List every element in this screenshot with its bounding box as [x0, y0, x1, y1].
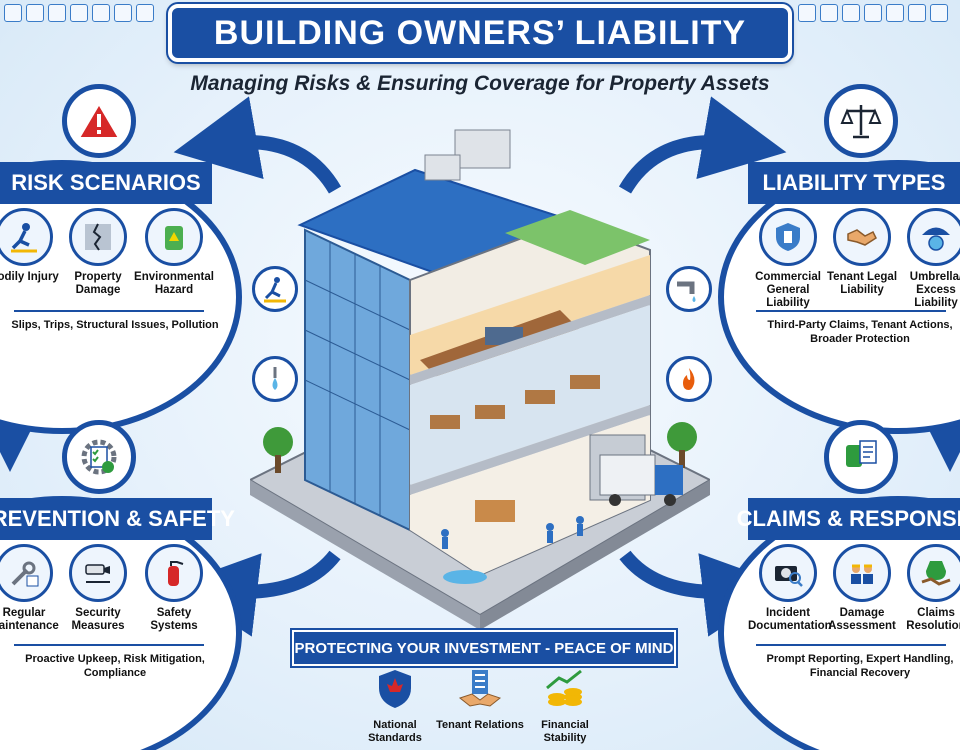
risk-item-label: Property Damage	[74, 271, 122, 296]
assessors-icon	[851, 564, 873, 584]
risk-item-bodily-injury: Bodily Injury	[0, 208, 64, 284]
prevention-safety-banner: PREVENTION & SAFETY	[0, 498, 235, 540]
pipe-leak-callout	[666, 266, 712, 312]
warning-triangle-icon	[77, 102, 121, 139]
risk-item-property-damage: Property Damage	[58, 208, 138, 297]
umbrella-globe-icon	[922, 227, 950, 251]
claims-item-label: Claims Resolution	[906, 607, 960, 632]
liability-caption: Third-Party Claims, Tenant Actions, Broa…	[767, 319, 953, 345]
fire-extinguisher-icon	[168, 561, 184, 586]
risk-divider	[14, 310, 204, 312]
wrench-calendar-icon	[11, 561, 39, 587]
footer-item-national-standards: National Standards	[350, 668, 440, 745]
security-camera-icon	[85, 564, 110, 583]
claims-response-banner: CLAIMS & RESPONSE	[737, 498, 960, 540]
pipe-leak-icon	[677, 281, 696, 302]
claims-response-title: CLAIMS & RESPONSE	[736, 506, 960, 531]
building-illustration	[250, 129, 710, 630]
prevention-divider	[14, 644, 204, 646]
footer-banner-text: PROTECTING YOUR INVESTMENT - PEACE OF MI…	[294, 639, 674, 657]
liability-item-label: Tenant Legal Liability	[826, 271, 898, 296]
prevention-caption: Proactive Upkeep, Risk Mitigation, Compl…	[25, 653, 205, 679]
checklist-gear-icon	[81, 439, 117, 475]
coins-growth-icon	[546, 669, 582, 706]
prevention-safety-title: PREVENTION & SAFETY	[0, 506, 235, 531]
fire-icon	[683, 368, 695, 390]
footer-item-label: National Standards	[368, 719, 422, 744]
claims-item-label: Incident Documentation	[748, 607, 832, 632]
hazard-barrel-icon	[165, 226, 183, 250]
prevention-item-label: Safety Systems	[150, 607, 198, 632]
footer-item-label: Financial Stability	[541, 719, 589, 744]
water-leak-callout	[252, 356, 298, 402]
page-title: BUILDING OWNERS’ LIABILITY	[213, 13, 747, 52]
prevention-item-safety-systems: Safety Systems	[134, 544, 214, 633]
claims-item-claims-resolution: Claims Resolution	[896, 544, 960, 633]
phone-document-icon	[846, 440, 877, 467]
claims-item-damage-assessment: Damage Assessment	[822, 544, 902, 633]
camera-magnifier-icon	[775, 566, 803, 587]
claims-divider	[756, 644, 946, 646]
footer-item-tenant-relations: Tenant Relations	[435, 668, 525, 732]
liability-types-banner: LIABILITY TYPES	[748, 162, 960, 204]
corner-icons-top-left	[4, 4, 154, 22]
page-subtitle: Managing Risks & Ensuring Coverage for P…	[190, 72, 770, 95]
risk-item-label: Bodily Injury	[0, 271, 59, 283]
liability-divider	[756, 310, 946, 312]
water-leak-icon	[272, 367, 278, 390]
liability-item-umbrella-excess: Umbrella/ Excess Liability	[896, 208, 960, 310]
risk-scenarios-badge	[62, 84, 136, 158]
title-banner: BUILDING OWNERS’ LIABILITY	[168, 4, 792, 62]
slip-hazard-callout	[252, 266, 298, 312]
fire-callout	[666, 356, 712, 402]
maple-leaf-shield-icon	[379, 670, 411, 708]
risk-scenarios-banner: RISK SCENARIOS	[0, 162, 212, 204]
cracked-wall-icon	[85, 223, 111, 251]
scales-icon	[840, 105, 882, 139]
money-handshake-icon	[921, 561, 951, 586]
prevention-item-regular-maintenance: Regular Maintenance	[0, 544, 64, 633]
slip-hazard-icon	[264, 277, 286, 303]
shield-building-icon	[776, 223, 800, 251]
claims-caption: Prompt Reporting, Expert Handling, Finan…	[766, 653, 954, 679]
slip-fall-icon	[11, 223, 37, 253]
arrow-top-left	[173, 96, 342, 194]
prevention-safety-badge	[62, 420, 136, 494]
liability-item-label: Umbrella/ Excess Liability	[909, 271, 960, 309]
building-handshake-icon	[458, 670, 502, 707]
liability-item-commercial-general: Commercial General Liability	[748, 208, 828, 310]
claims-item-label: Damage Assessment	[828, 607, 896, 632]
risk-scenarios-title: RISK SCENARIOS	[11, 170, 201, 195]
corner-icons-top-right	[798, 4, 948, 22]
claims-response-badge	[824, 420, 898, 494]
handshake-icon	[847, 229, 877, 246]
footer-banner: PROTECTING YOUR INVESTMENT - PEACE OF MI…	[292, 630, 676, 666]
liability-item-tenant-legal: Tenant Legal Liability	[822, 208, 902, 297]
prevention-item-security-measures: Security Measures	[58, 544, 138, 633]
arrow-top-right	[618, 96, 787, 194]
footer-item-label: Tenant Relations	[436, 719, 524, 731]
footer-item-financial-stability: Financial Stability	[520, 668, 610, 745]
claims-item-incident-documentation: Incident Documentation	[748, 544, 832, 633]
prevention-item-label: Regular Maintenance	[0, 607, 59, 632]
risk-caption: Slips, Trips, Structural Issues, Polluti…	[11, 319, 219, 331]
liability-types-badge	[824, 84, 898, 158]
liability-types-title: LIABILITY TYPES	[762, 170, 946, 195]
liability-item-label: Commercial General Liability	[755, 271, 821, 309]
risk-item-label: Environmental Hazard	[134, 271, 214, 296]
risk-item-environmental-hazard: Environmental Hazard	[134, 208, 214, 297]
prevention-item-label: Security Measures	[71, 607, 125, 632]
